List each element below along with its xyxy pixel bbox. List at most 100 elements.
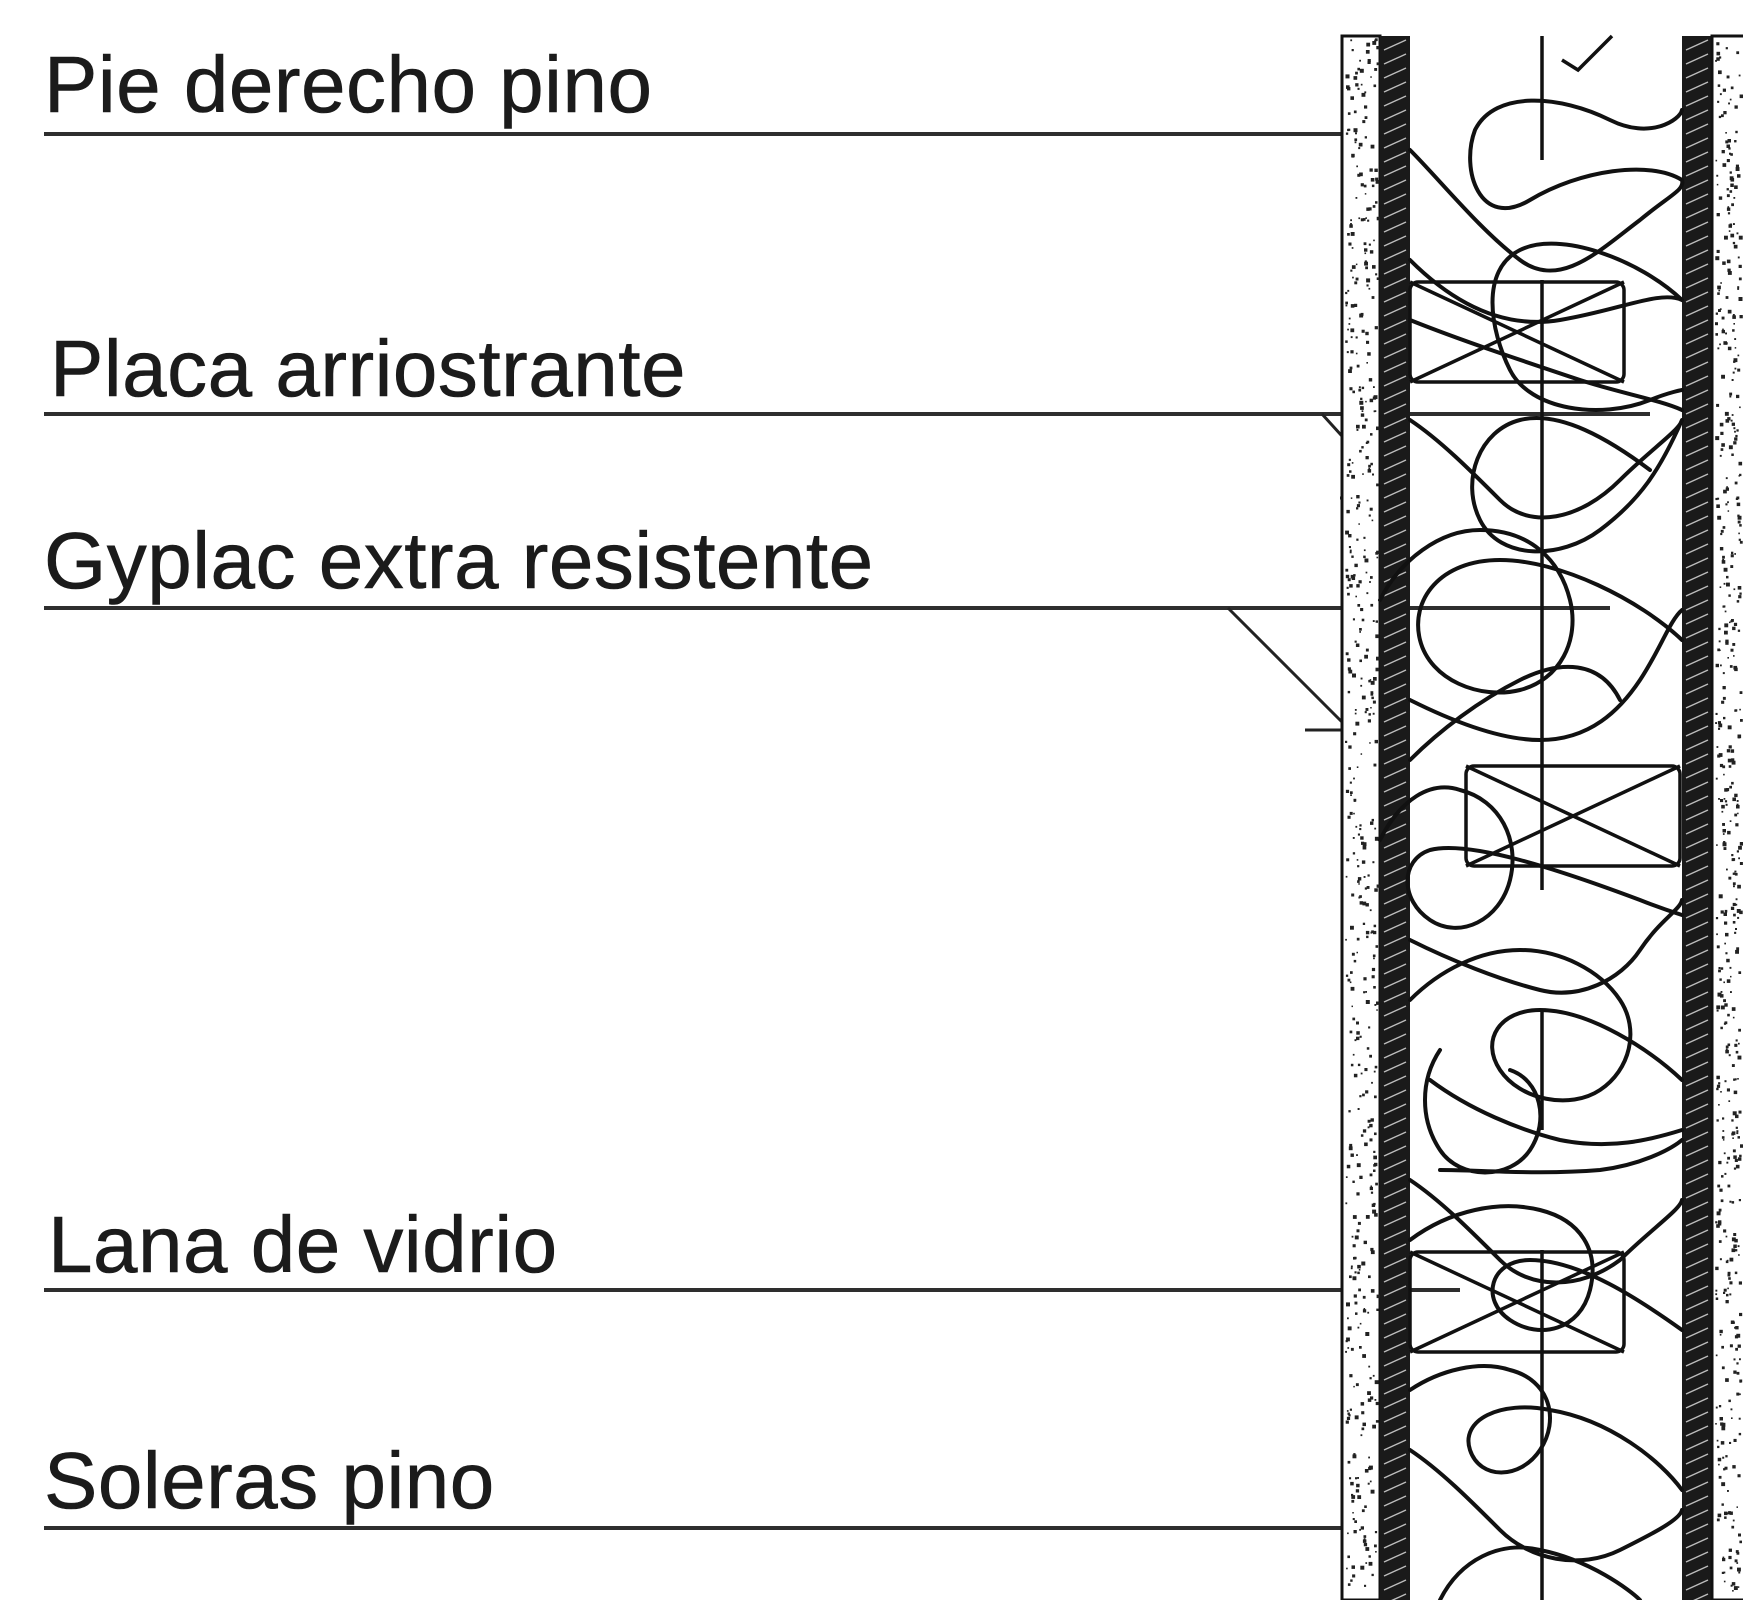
speckle-dot (1720, 533, 1723, 536)
speckle-dot (1372, 712, 1375, 715)
speckle-dot (1364, 418, 1368, 422)
hatch-line (1685, 977, 1709, 989)
speckle-dot (1371, 818, 1374, 822)
speckle-dot (1726, 486, 1728, 488)
speckle-dot (1374, 168, 1378, 172)
speckle-dot (1350, 304, 1355, 308)
speckle-dot (1349, 224, 1353, 228)
speckle-dot (1366, 499, 1369, 502)
speckle-dot (1353, 574, 1356, 577)
speckle-dot (1727, 271, 1732, 275)
speckle-dot (1369, 1173, 1373, 1177)
speckle-dot (1372, 1374, 1375, 1377)
speckle-dot (1354, 281, 1358, 285)
speckle-dot (1738, 277, 1742, 281)
speckle-dot (1722, 1117, 1725, 1120)
speckle-dot (1371, 696, 1374, 700)
speckle-dot (1717, 1222, 1722, 1226)
speckle-dot (1722, 1456, 1725, 1459)
speckle-dot (1723, 981, 1725, 984)
hatch-line (1383, 333, 1407, 345)
speckle-dot (1734, 347, 1737, 349)
speckle-dot (1368, 243, 1371, 246)
speckle-dot (1723, 567, 1728, 572)
speckle-dot (1345, 1350, 1347, 1353)
speckle-dot (1731, 758, 1735, 762)
speckle-dot (1733, 1438, 1737, 1442)
speckle-dot (1365, 903, 1369, 907)
hatch-line (1685, 529, 1709, 541)
speckle-dot (1375, 273, 1378, 276)
speckle-dot (1737, 1136, 1740, 1139)
hatch-line (1685, 795, 1709, 807)
speckle-dot (1355, 1383, 1359, 1387)
speckle-dot (1715, 59, 1717, 62)
speckle-dot (1363, 876, 1366, 878)
speckle-dot (1374, 1095, 1377, 1099)
speckle-dot (1718, 798, 1720, 800)
speckle-dot (1350, 497, 1353, 499)
speckle-dot (1367, 1398, 1372, 1402)
speckle-dot (1357, 1477, 1359, 1479)
speckle-dot (1350, 328, 1355, 333)
speckle-dot (1359, 895, 1362, 898)
speckle-dot (1719, 1417, 1723, 1421)
hatch-line (1383, 193, 1407, 205)
speckle-dot (1351, 1499, 1355, 1503)
hatch-line (1685, 431, 1709, 443)
speckle-dot (1368, 207, 1372, 211)
speckle-dot (1374, 1162, 1378, 1167)
speckle-dot (1347, 233, 1350, 236)
speckle-dot (1727, 510, 1730, 512)
speckle-dot (1732, 1149, 1736, 1153)
speckle-dot (1716, 1119, 1719, 1122)
speckle-dot (1376, 556, 1379, 559)
speckle-dot (1359, 313, 1364, 318)
hatch-line (1685, 361, 1709, 373)
speckle-dot (1726, 958, 1730, 963)
speckle-dot (1736, 1132, 1739, 1135)
label-placa-arriostrante: Placa arriostrante (50, 324, 686, 413)
speckle-dot (1370, 1118, 1374, 1122)
speckle-dot (1724, 921, 1728, 925)
hatch-line (1383, 1383, 1407, 1395)
hatch-line (1685, 669, 1709, 681)
speckle-dot (1362, 473, 1364, 475)
hatch-line (1685, 907, 1709, 919)
leader-tick-gyplac (1226, 606, 1352, 732)
speckle-dot (1724, 800, 1728, 803)
speckle-dot (1345, 291, 1348, 295)
hatch-line (1383, 431, 1407, 443)
speckle-dot (1374, 38, 1378, 42)
speckle-dot (1361, 1261, 1366, 1266)
speckle-dot (1724, 1466, 1728, 1470)
speckle-dot (1362, 424, 1366, 429)
speckle-dot (1732, 1137, 1734, 1139)
speckle-dot (1735, 1039, 1738, 1042)
speckle-dot (1361, 386, 1365, 390)
speckle-dot (1352, 1512, 1354, 1514)
speckle-dot (1738, 461, 1743, 466)
speckle-dot (1729, 98, 1732, 101)
hatch-line (1685, 1215, 1709, 1227)
speckle-dot (1359, 1095, 1362, 1098)
speckle-dot (1735, 709, 1738, 712)
speckle-dot (1716, 933, 1718, 936)
speckle-dot (1723, 999, 1726, 1003)
hatch-line (1383, 1089, 1407, 1101)
speckle-dot (1715, 322, 1718, 326)
speckle-dot (1736, 496, 1740, 500)
speckle-dot (1364, 1068, 1368, 1072)
speckle-dot (1715, 712, 1718, 715)
speckle-dot (1729, 1293, 1732, 1296)
hatch-line (1685, 753, 1709, 765)
hatch-line (1383, 361, 1407, 373)
speckle-dot (1733, 1090, 1738, 1095)
speckle-dot (1734, 1326, 1736, 1329)
speckle-dot (1349, 781, 1352, 784)
speckle-dot (1361, 618, 1365, 622)
speckle-dot (1728, 1100, 1731, 1102)
hatch-line (1383, 53, 1407, 65)
speckle-dot (1724, 788, 1728, 792)
speckle-dot (1732, 921, 1736, 924)
